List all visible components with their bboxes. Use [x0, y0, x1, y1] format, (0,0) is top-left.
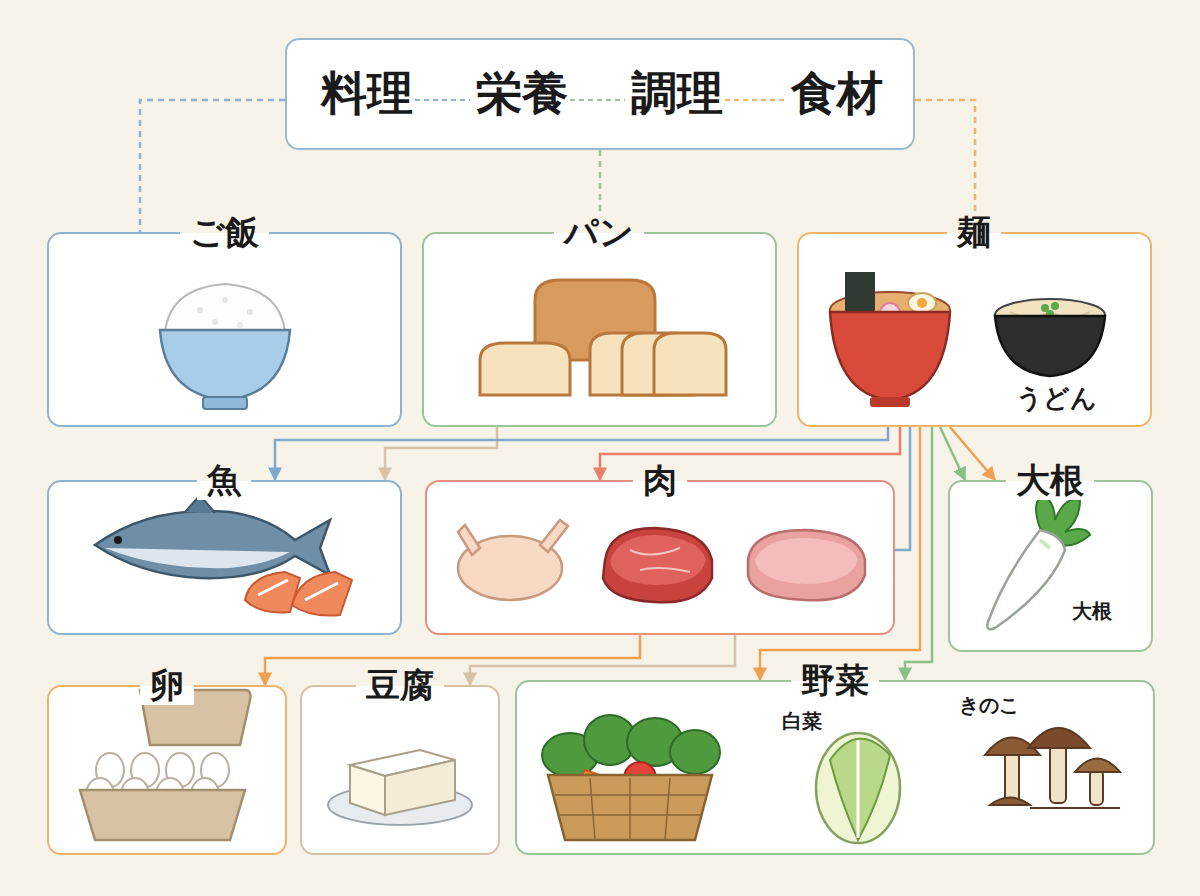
connector [140, 100, 285, 232]
food-box: ご飯 [47, 232, 402, 427]
food-box: 豆腐 [300, 685, 500, 855]
item-label: 白菜 [780, 710, 824, 732]
category-word: 調理 [631, 68, 723, 119]
mushrooms [985, 728, 1120, 808]
food-box: 野菜白菜きのこ [515, 680, 1155, 855]
box-heading: 卵 [140, 667, 194, 704]
salmon-slices [245, 572, 352, 616]
connector [905, 427, 932, 680]
steak [603, 528, 712, 602]
box-heading: パン [554, 214, 644, 251]
connector [265, 635, 640, 685]
connector [895, 427, 910, 550]
fish [95, 495, 330, 578]
food-box: 麺うどん [797, 232, 1152, 427]
box-heading: 肉 [633, 462, 687, 499]
rice-bowl [160, 284, 290, 409]
napa-cabbage [816, 733, 900, 843]
connector [470, 635, 735, 685]
connector [950, 427, 995, 480]
bread [480, 280, 726, 395]
chicken [458, 520, 568, 600]
food-box: 肉 [425, 480, 895, 635]
connector [915, 100, 975, 232]
vegetable-basket [542, 715, 720, 840]
connector [760, 427, 920, 680]
connector [940, 427, 965, 480]
box-fills [47, 38, 1155, 855]
food-box: パン [422, 232, 777, 427]
tofu [328, 750, 472, 825]
food-box: 卵 [47, 685, 287, 855]
pork [748, 530, 865, 600]
box-heading: 大根 [1006, 462, 1094, 499]
box-heading: ご飯 [180, 214, 269, 251]
category-word: 食材 [791, 68, 883, 119]
item-label: うどん [1014, 384, 1099, 413]
food-box: 大根大根 [948, 480, 1153, 652]
ramen-bowl [830, 272, 950, 407]
udon-bowl [995, 299, 1105, 376]
food-box: 魚 [47, 480, 402, 635]
item-label: きのこ [957, 694, 1021, 716]
item-label: 大根 [1070, 600, 1114, 622]
box-heading: 豆腐 [356, 667, 444, 704]
word-separators [415, 99, 785, 101]
egg-carton [80, 690, 250, 840]
box-heading: 魚 [197, 462, 251, 499]
category-box: 料理 栄養 調理 食材 [285, 38, 915, 150]
connector [385, 427, 497, 480]
category-word: 栄養 [476, 68, 568, 119]
box-heading: 野菜 [791, 662, 879, 699]
category-word: 料理 [321, 68, 413, 119]
box-heading: 麺 [947, 214, 1001, 251]
